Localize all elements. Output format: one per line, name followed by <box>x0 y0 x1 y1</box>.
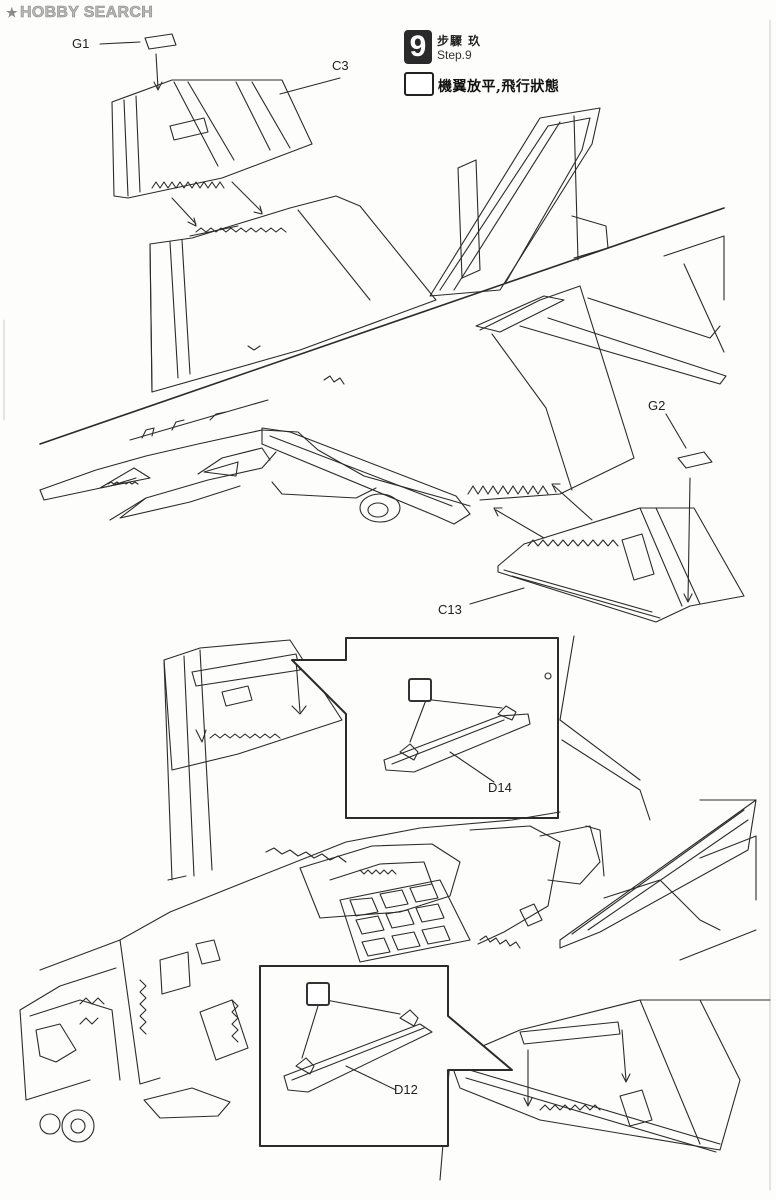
lower-tail-drawing <box>163 635 651 881</box>
watermark-text: HOBBY SEARCH <box>19 4 154 22</box>
left-wing-drawing <box>149 195 437 393</box>
swap-note-icon-frame <box>404 72 434 96</box>
inset-d14 <box>291 637 559 819</box>
tail-fin-drawing <box>429 107 609 297</box>
inset-d12 <box>259 965 513 1147</box>
lower-fuselage-drawing <box>19 799 757 1143</box>
step-title-en: Step.9 <box>437 48 472 62</box>
glue-icon-frame-d14 <box>408 678 432 702</box>
label-g1: G1 <box>72 36 90 51</box>
label-g2: G2 <box>648 398 666 413</box>
step-note: 機翼放平,飛行狀態 <box>438 79 560 95</box>
label-c13: C13 <box>438 602 462 617</box>
part-g1-drawing <box>99 33 177 91</box>
glue-icon-frame-d12 <box>306 982 330 1006</box>
upper-fuselage-drawing <box>39 235 727 525</box>
label-d14: D14 <box>488 780 512 795</box>
step-number-badge: 9 <box>404 30 432 64</box>
star-logo-icon: ★ <box>6 5 18 20</box>
lower-right-flap <box>439 929 771 1181</box>
watermark: ★ HOBBY SEARCH <box>6 4 153 22</box>
step-title-zh: 步驟 玖 <box>437 34 482 48</box>
page-edge-lines <box>3 19 771 1191</box>
part-c3-flap <box>111 77 341 227</box>
part-c13-flap <box>469 483 745 623</box>
label-c3: C3 <box>332 58 349 73</box>
label-d12: D12 <box>394 1082 418 1097</box>
section-break-line <box>39 207 725 445</box>
